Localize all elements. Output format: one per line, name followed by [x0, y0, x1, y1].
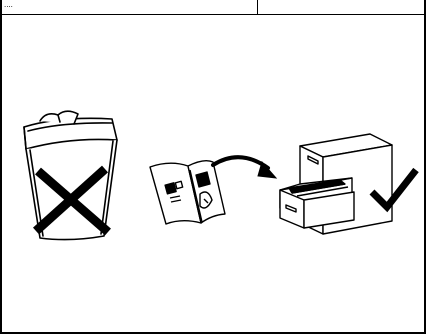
curved-arrow-icon	[213, 157, 276, 178]
filing-cabinet-icon	[280, 134, 392, 234]
manual-booklet-icon	[150, 161, 225, 224]
